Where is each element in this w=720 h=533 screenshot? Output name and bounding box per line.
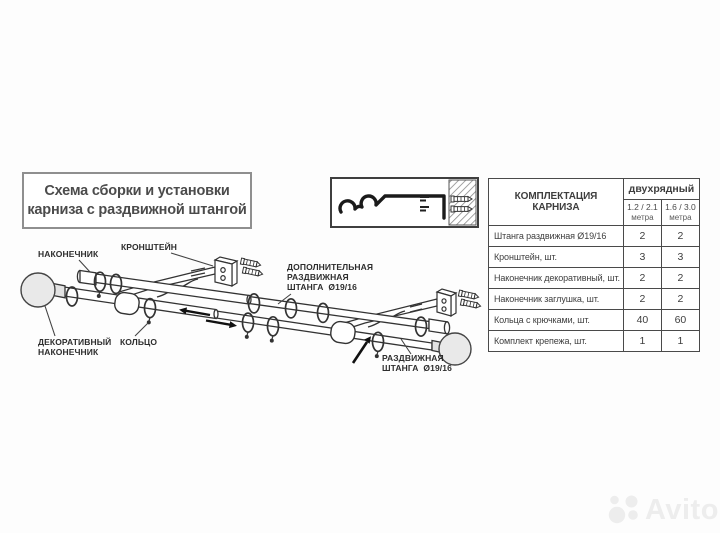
- row-value: 1: [622, 330, 662, 352]
- kit-table-group-header: двухрядный: [622, 178, 700, 200]
- lower-rod: [20, 272, 472, 366]
- watermark-text: Avito: [645, 493, 719, 526]
- kit-table-col-header-2: 1.6 / 3.0 метра: [660, 199, 700, 226]
- title-box: Схема сборки и установки карниза с раздв…: [22, 172, 252, 229]
- table-row: Комплект крепежа, шт. 1 1: [488, 330, 700, 352]
- row-label: Штанга раздвижная Ø19/16: [488, 225, 624, 247]
- row-value: 2: [660, 267, 700, 289]
- slide-arrows: [179, 307, 237, 329]
- kit-table-title: КОМПЛЕКТАЦИЯ КАРНИЗА: [488, 178, 624, 226]
- label-decorative-endcap: ДЕКОРАТИВНЫЙ НАКОНЕЧНИК: [38, 337, 112, 357]
- center-bracket: [118, 256, 239, 300]
- avito-logo-icon: [608, 495, 638, 524]
- decorative-ball-finial: [20, 272, 56, 308]
- decorative-ball-finial: [438, 332, 472, 366]
- kit-table-col-header-1: 1.2 / 2.1 метра: [622, 199, 662, 226]
- screw-icon: [459, 298, 482, 310]
- label-endcap: НАКОНЕЧНИК: [38, 249, 99, 259]
- table-row: Наконечник заглушка, шт. 2 2: [488, 288, 700, 310]
- wall-hatch: [448, 179, 477, 226]
- bracket-profile-box: [330, 177, 479, 228]
- table-row: Кронштейн, шт. 3 3: [488, 246, 700, 268]
- screw-icon: [241, 266, 264, 278]
- row-value: 2: [622, 288, 662, 310]
- label-pointer-lines: [44, 252, 412, 355]
- bracket-saddles: [114, 291, 356, 345]
- ring-hooks: [96, 291, 379, 359]
- row-value: 2: [622, 225, 662, 247]
- label-ring: КОЛЬЦО: [120, 337, 158, 347]
- row-label: Наконечник декоративный, шт.: [488, 267, 624, 289]
- row-label: Наконечник заглушка, шт.: [488, 288, 624, 310]
- screw-icon: [450, 195, 473, 203]
- curtain-rings: [65, 271, 428, 353]
- row-value: 60: [660, 309, 700, 331]
- page-title-line2: карниза с раздвижной штангой: [27, 201, 247, 218]
- page-title-line1: Схема сборки и установки: [44, 182, 230, 199]
- row-value: 3: [660, 246, 700, 268]
- row-value: 2: [660, 225, 700, 247]
- table-row: Наконечник декоративный, шт. 2 2: [488, 267, 700, 289]
- avito-watermark: Avito: [606, 492, 719, 528]
- screw-mark: [420, 196, 429, 212]
- kit-table: КОМПЛЕКТАЦИЯ КАРНИЗА двухрядный 1.2 / 2.…: [488, 178, 700, 352]
- row-value: 40: [622, 309, 662, 331]
- row-value: 1: [660, 330, 700, 352]
- row-value: 2: [660, 288, 700, 310]
- bracket-profile-line: [338, 194, 446, 220]
- assembly-diagram: [20, 252, 482, 366]
- junction-pointer-arrow: [351, 336, 371, 364]
- table-row: Штанга раздвижная Ø19/16 2 2: [488, 225, 700, 247]
- label-sliding-rod: РАЗДВИЖНАЯ ШТАНГА Ø19/16: [382, 353, 452, 373]
- label-bracket: КРОНШТЕЙН: [121, 242, 178, 252]
- bracket-profile-diagram: [338, 179, 477, 226]
- screw-icon: [450, 205, 473, 213]
- row-value: 3: [622, 246, 662, 268]
- label-additional-rod: ДОПОЛНИТЕЛЬНАЯ РАЗДВИЖНАЯ ШТАНГА Ø19/16: [287, 262, 374, 292]
- table-row: Кольца с крючками, шт. 40 60: [488, 309, 700, 331]
- row-label: Кольца с крючками, шт.: [488, 309, 624, 331]
- upper-rod: [76, 269, 451, 335]
- row-label: Кронштейн, шт.: [488, 246, 624, 268]
- row-label: Комплект крепежа, шт.: [488, 330, 624, 352]
- row-value: 2: [622, 267, 662, 289]
